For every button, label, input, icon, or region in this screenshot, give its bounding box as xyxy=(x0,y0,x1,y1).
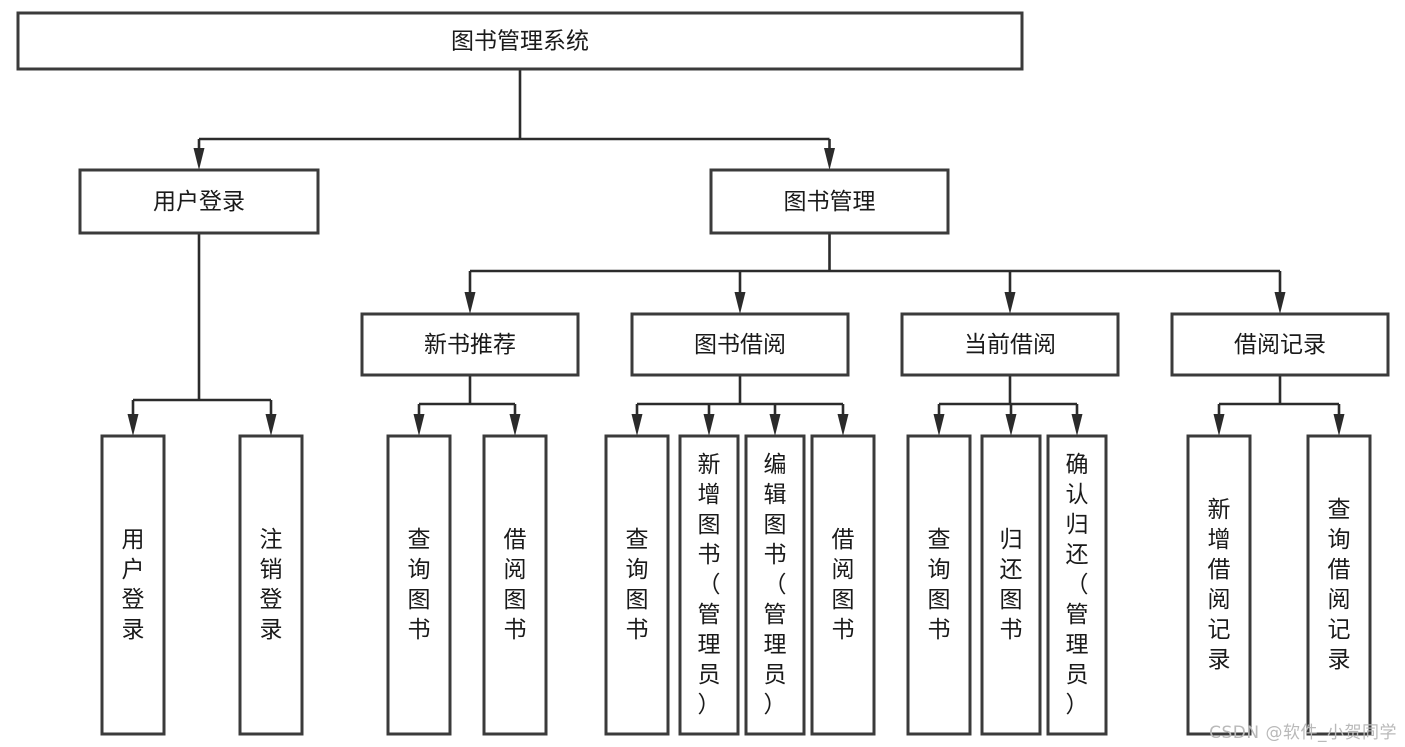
node-borrow[interactable]: 图书借阅 xyxy=(630,312,850,377)
node-box-leaf2 xyxy=(238,434,304,736)
edge-arrowhead xyxy=(703,414,715,436)
node-box-root xyxy=(16,11,1024,71)
node-leaf11[interactable]: 确认归还（管理员） xyxy=(1046,434,1108,736)
edge-arrowhead xyxy=(464,292,476,314)
node-box-leaf12 xyxy=(1186,434,1252,736)
node-leaf2[interactable]: 注销登录 xyxy=(238,434,304,736)
node-box-leaf7 xyxy=(744,434,806,736)
node-current[interactable]: 当前借阅 xyxy=(900,312,1120,377)
node-label-leaf12: 新增借阅记录 xyxy=(1208,497,1231,673)
edge-arrowhead xyxy=(1004,292,1016,314)
node-box-record xyxy=(1170,312,1390,377)
node-leaf13[interactable]: 查询借阅记录 xyxy=(1306,434,1372,736)
node-box-leaf6 xyxy=(678,434,740,736)
node-box-leaf13 xyxy=(1306,434,1372,736)
node-newbook[interactable]: 新书推荐 xyxy=(360,312,580,377)
node-box-current xyxy=(900,312,1120,377)
node-label-leaf6: 新增图书（管理员） xyxy=(698,452,721,718)
node-label-leaf3: 查询图书 xyxy=(408,527,431,643)
node-label-leaf2: 注销登录 xyxy=(260,527,283,643)
node-bookmgmt[interactable]: 图书管理 xyxy=(709,168,950,235)
node-label-record: 借阅记录 xyxy=(1234,332,1326,358)
node-box-leaf4 xyxy=(482,434,548,736)
node-label-bookmgmt: 图书管理 xyxy=(784,189,876,215)
edge-arrowhead xyxy=(769,414,781,436)
node-leaf12[interactable]: 新增借阅记录 xyxy=(1186,434,1252,736)
node-box-leaf11 xyxy=(1046,434,1108,736)
node-label-leaf5: 查询图书 xyxy=(626,527,649,643)
node-label-leaf8: 借阅图书 xyxy=(832,527,855,643)
node-label-current: 当前借阅 xyxy=(964,332,1056,358)
node-leaf10[interactable]: 归还图书 xyxy=(980,434,1042,736)
node-label-leaf4: 借阅图书 xyxy=(504,527,527,643)
node-leaf8[interactable]: 借阅图书 xyxy=(810,434,876,736)
node-layer: 图书管理系统用户登录图书管理新书推荐图书借阅当前借阅借阅记录用户登录注销登录查询… xyxy=(16,11,1390,736)
edge-arrowhead xyxy=(1333,414,1345,436)
node-label-leaf11: 确认归还（管理员） xyxy=(1066,452,1089,718)
edge-arrowhead xyxy=(824,148,835,170)
edge-arrowhead xyxy=(1071,414,1083,436)
node-box-leaf8 xyxy=(810,434,876,736)
edge-arrowhead xyxy=(265,414,277,436)
node-leaf5[interactable]: 查询图书 xyxy=(604,434,670,736)
node-label-leaf1: 用户登录 xyxy=(122,527,145,643)
node-box-bookmgmt xyxy=(709,168,950,235)
node-box-leaf3 xyxy=(386,434,452,736)
edge-arrowhead xyxy=(509,414,521,436)
edge-layer xyxy=(127,69,1345,436)
node-label-root: 图书管理系统 xyxy=(451,29,589,55)
edge-arrowhead xyxy=(1005,414,1017,436)
node-leaf4[interactable]: 借阅图书 xyxy=(482,434,548,736)
node-box-newbook xyxy=(360,312,580,377)
node-leaf7[interactable]: 编辑图书（管理员） xyxy=(744,434,806,736)
node-leaf3[interactable]: 查询图书 xyxy=(386,434,452,736)
node-box-leaf9 xyxy=(906,434,972,736)
edge-arrowhead xyxy=(933,414,945,436)
node-box-leaf10 xyxy=(980,434,1042,736)
edge-arrowhead xyxy=(837,414,849,436)
node-label-leaf9: 查询图书 xyxy=(928,527,951,643)
edge-arrowhead xyxy=(734,292,746,314)
edge-arrowhead xyxy=(1274,292,1286,314)
node-label-borrow: 图书借阅 xyxy=(694,332,786,358)
node-leaf6[interactable]: 新增图书（管理员） xyxy=(678,434,740,736)
edge-arrowhead xyxy=(413,414,425,436)
node-box-leaf1 xyxy=(100,434,166,736)
node-label-leaf13: 查询借阅记录 xyxy=(1328,497,1351,673)
node-leaf9[interactable]: 查询图书 xyxy=(906,434,972,736)
edge-arrowhead xyxy=(127,414,139,436)
node-label-login: 用户登录 xyxy=(153,189,245,215)
node-login[interactable]: 用户登录 xyxy=(78,168,320,235)
node-box-leaf5 xyxy=(604,434,670,736)
watermark-text: CSDN @软件_小贺同学 xyxy=(1209,723,1397,743)
node-label-leaf7: 编辑图书（管理员） xyxy=(764,452,787,718)
node-leaf1[interactable]: 用户登录 xyxy=(100,434,166,736)
node-record[interactable]: 借阅记录 xyxy=(1170,312,1390,377)
node-label-leaf10: 归还图书 xyxy=(1000,527,1023,643)
node-label-newbook: 新书推荐 xyxy=(424,332,516,358)
node-box-login xyxy=(78,168,320,235)
node-box-borrow xyxy=(630,312,850,377)
edge-arrowhead xyxy=(1213,414,1225,436)
edge-arrowhead xyxy=(193,148,205,170)
node-root[interactable]: 图书管理系统 xyxy=(16,11,1024,71)
edge-arrowhead xyxy=(631,414,643,436)
